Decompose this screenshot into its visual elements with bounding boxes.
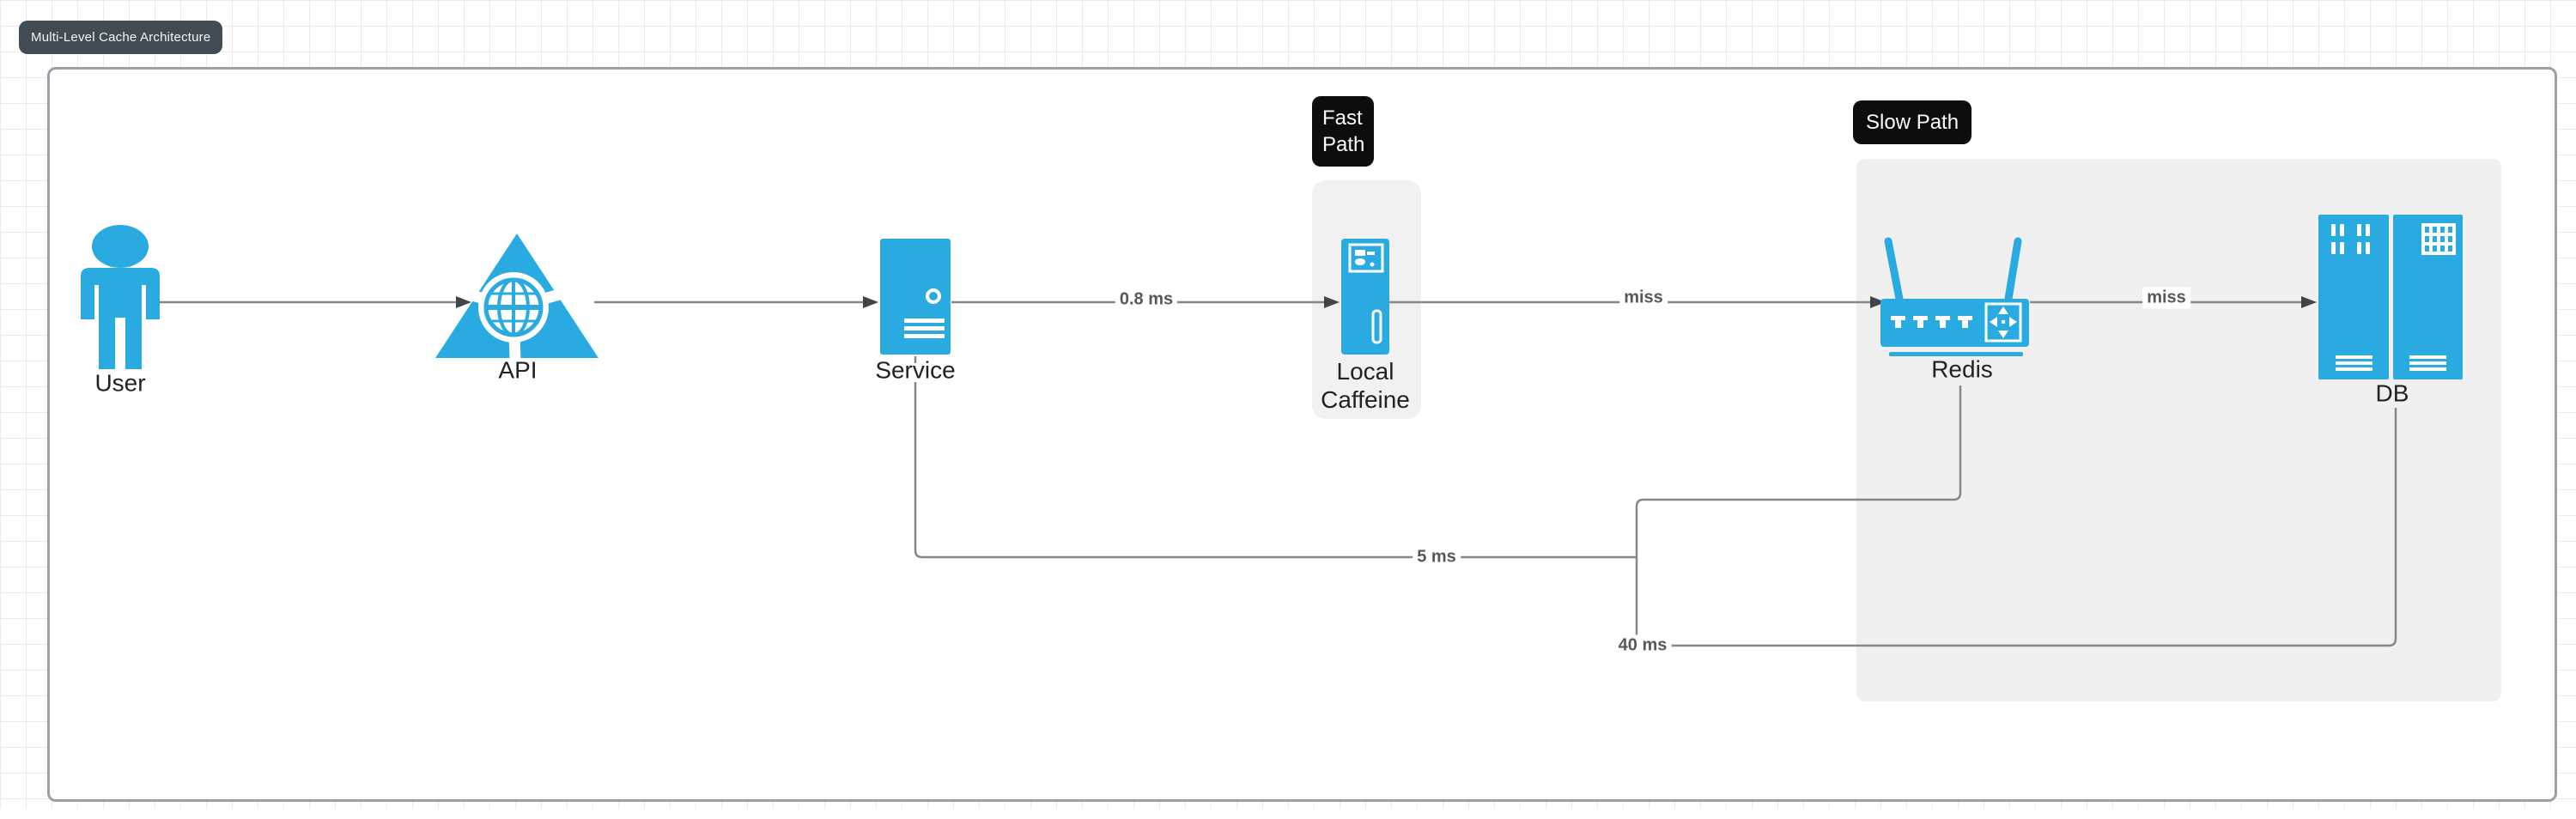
antenna-right (2004, 237, 2022, 303)
latency-label-service-cache: 0.8 ms (1115, 288, 1178, 311)
arrowhead-to-redis (1870, 296, 1886, 308)
wireless-router-icon (1880, 299, 2029, 347)
arrowhead-to-api (456, 296, 471, 308)
person-body (81, 268, 160, 369)
slow-path-badge[interactable]: Slow Path (1853, 100, 1972, 144)
redis-label: Redis (1931, 355, 1993, 383)
user-label: User (94, 369, 146, 397)
miss-label-cache-redis: miss (1619, 287, 1668, 309)
cache-cabinet-icon (1341, 239, 1389, 355)
service-label: Service (875, 356, 956, 384)
antenna-left (1884, 237, 1904, 303)
server-tower-icon (880, 239, 951, 355)
user-node[interactable] (81, 225, 160, 369)
local-caffeine-label: Local Caffeine (1321, 358, 1410, 413)
service-node[interactable] (880, 239, 951, 355)
edge-service-redis-up[interactable] (1635, 385, 1962, 557)
latency-label-service-redis: 5 ms (1413, 546, 1461, 568)
edge-service-db[interactable] (1635, 408, 2397, 647)
redis-node[interactable] (1880, 237, 2029, 356)
arrowhead-to-db (2301, 296, 2317, 308)
database-racks-icon (2318, 215, 2389, 379)
db-node[interactable] (2318, 215, 2463, 379)
fast-path-badge[interactable]: Fast Path (1312, 96, 1374, 167)
api-label: API (498, 356, 538, 384)
latency-label-service-db: 40 ms (1613, 634, 1672, 657)
miss-label-redis-db: miss (2142, 287, 2190, 309)
person-icon (92, 225, 149, 268)
api-node[interactable] (435, 234, 598, 366)
routing-cross-icon (1990, 306, 2017, 338)
local-caffeine-node[interactable] (1341, 239, 1389, 355)
edge-service-redis[interactable] (914, 382, 1637, 559)
db-label: DB (2375, 379, 2409, 407)
diagram-title-badge[interactable]: Multi-Level Cache Architecture (19, 21, 223, 54)
arrowhead-to-service (863, 296, 878, 308)
arrowhead-to-cache (1324, 296, 1340, 308)
